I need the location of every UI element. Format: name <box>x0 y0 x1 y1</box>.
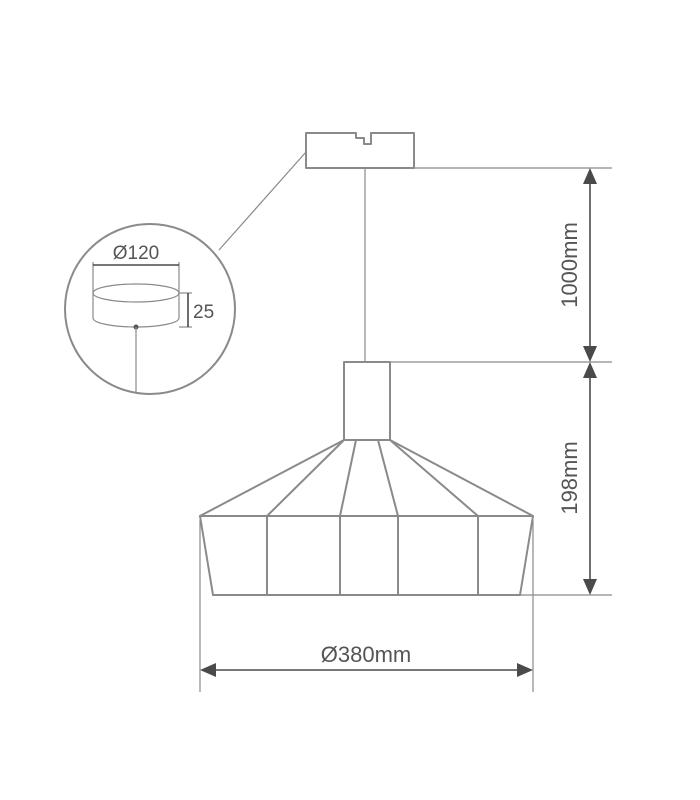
shade-rib-4 <box>389 439 479 517</box>
shade-side-right <box>519 515 534 596</box>
canopy-diameter-label: Ø120 <box>113 243 159 264</box>
shade-height-label: 198mm <box>557 441 582 514</box>
cable-length-dimension: 1000mm <box>557 168 597 362</box>
shade-dim-arrow-top <box>583 362 597 378</box>
dia-dim-arrow-right <box>517 663 533 677</box>
shade-diameter-dimension: Ø380mm <box>199 520 534 692</box>
shade-rib-3 <box>377 439 399 517</box>
cable-dim-arrow-bottom <box>583 346 597 362</box>
canopy-height-label: 25 <box>193 302 214 323</box>
canopy-detail: Ø120 25 <box>64 223 236 395</box>
shade-cone-outline <box>199 439 534 517</box>
lamp-shade <box>199 439 534 596</box>
detail-circle <box>64 223 236 395</box>
lamp-neck <box>343 361 391 441</box>
ceiling-canopy <box>305 132 415 169</box>
cable-dim-arrow-top <box>583 168 597 184</box>
shade-height-dimension: 198mm <box>557 362 597 595</box>
shade-rib-1 <box>266 439 345 517</box>
detail-canopy-body <box>92 293 180 328</box>
shade-dim-arrow-bottom <box>583 579 597 595</box>
cable-length-label: 1000mm <box>557 222 582 308</box>
shade-diameter-label: Ø380mm <box>321 642 411 667</box>
shade-side-left <box>199 515 214 596</box>
dia-dim-arrow-left <box>200 663 216 677</box>
detail-leader-line <box>218 151 307 251</box>
detail-canopy-top <box>92 283 180 303</box>
shade-rib-2 <box>339 439 357 517</box>
